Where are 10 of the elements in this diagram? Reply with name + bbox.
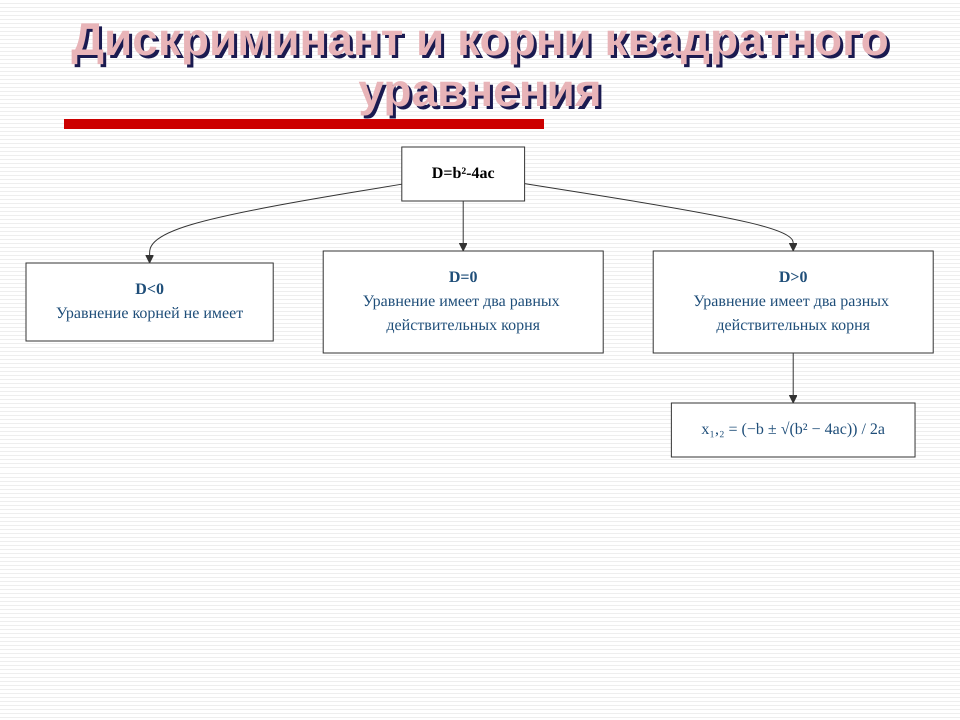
title: Дискриминант и корни квадратного уравнения (70, 14, 890, 116)
node-box: D>0 Уравнение имеет два разных действительных корня (653, 250, 934, 354)
node-box: D<0 Уравнение корней не имеет (26, 262, 274, 342)
node-box: D=b²-4ac (402, 146, 526, 202)
node-box: x₁,₂ = (−b ± √(b² − 4ac)) / 2a (671, 402, 916, 458)
arrow (524, 183, 798, 252)
node-box: D=0 Уравнение имеет два равных действительных корня (323, 250, 604, 354)
arrow (459, 200, 468, 252)
arrow (146, 184, 403, 264)
arrow (789, 352, 798, 404)
